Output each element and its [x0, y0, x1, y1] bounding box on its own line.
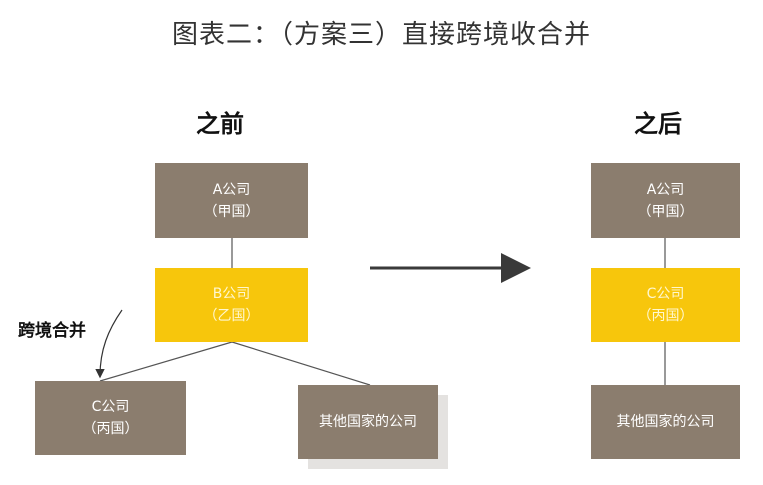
before-box-company-a: A公司 （甲国） [155, 163, 308, 238]
after-box-company-c-country: （丙国） [637, 308, 694, 324]
before-box-company-b: B公司 （乙国） [155, 268, 308, 342]
after-box-company-c: C公司 （丙国） [591, 268, 740, 342]
before-box-company-b-country: （乙国） [203, 308, 260, 324]
after-label: 之后 [634, 109, 682, 138]
merge-arrow [95, 309, 123, 379]
before-box-company-b-name: B公司 [212, 286, 251, 302]
after-box-company-a-name: A公司 [646, 181, 685, 198]
before-box-company-a-country: （甲国） [203, 203, 260, 220]
diagram-title: 图表二：（方案三）直接跨境收合并 [171, 20, 591, 50]
after-box-company-a-country: （甲国） [637, 203, 694, 220]
before-box-company-a-name: A公司 [212, 181, 251, 198]
after-box-other-company-name: 其他国家的公司 [616, 414, 715, 430]
before-label: 之前 [196, 109, 244, 138]
before-box-other-company: 其他国家的公司 [298, 385, 438, 459]
line-b-other-before [231, 341, 371, 386]
after-box-other-company: 其他国家的公司 [591, 385, 740, 459]
cross-border-merge-label: 跨境合并 [18, 321, 86, 341]
after-box-company-c-name: C公司 [646, 286, 685, 302]
before-box-other-company-name: 其他国家的公司 [319, 414, 417, 430]
before-box-company-c: C公司 （丙国） [35, 381, 186, 455]
before-box-company-c-name: C公司 [91, 399, 130, 415]
after-box-company-a: A公司 （甲国） [591, 163, 740, 238]
before-box-company-c-country: （丙国） [82, 421, 139, 437]
line-b-c-before [99, 341, 233, 382]
